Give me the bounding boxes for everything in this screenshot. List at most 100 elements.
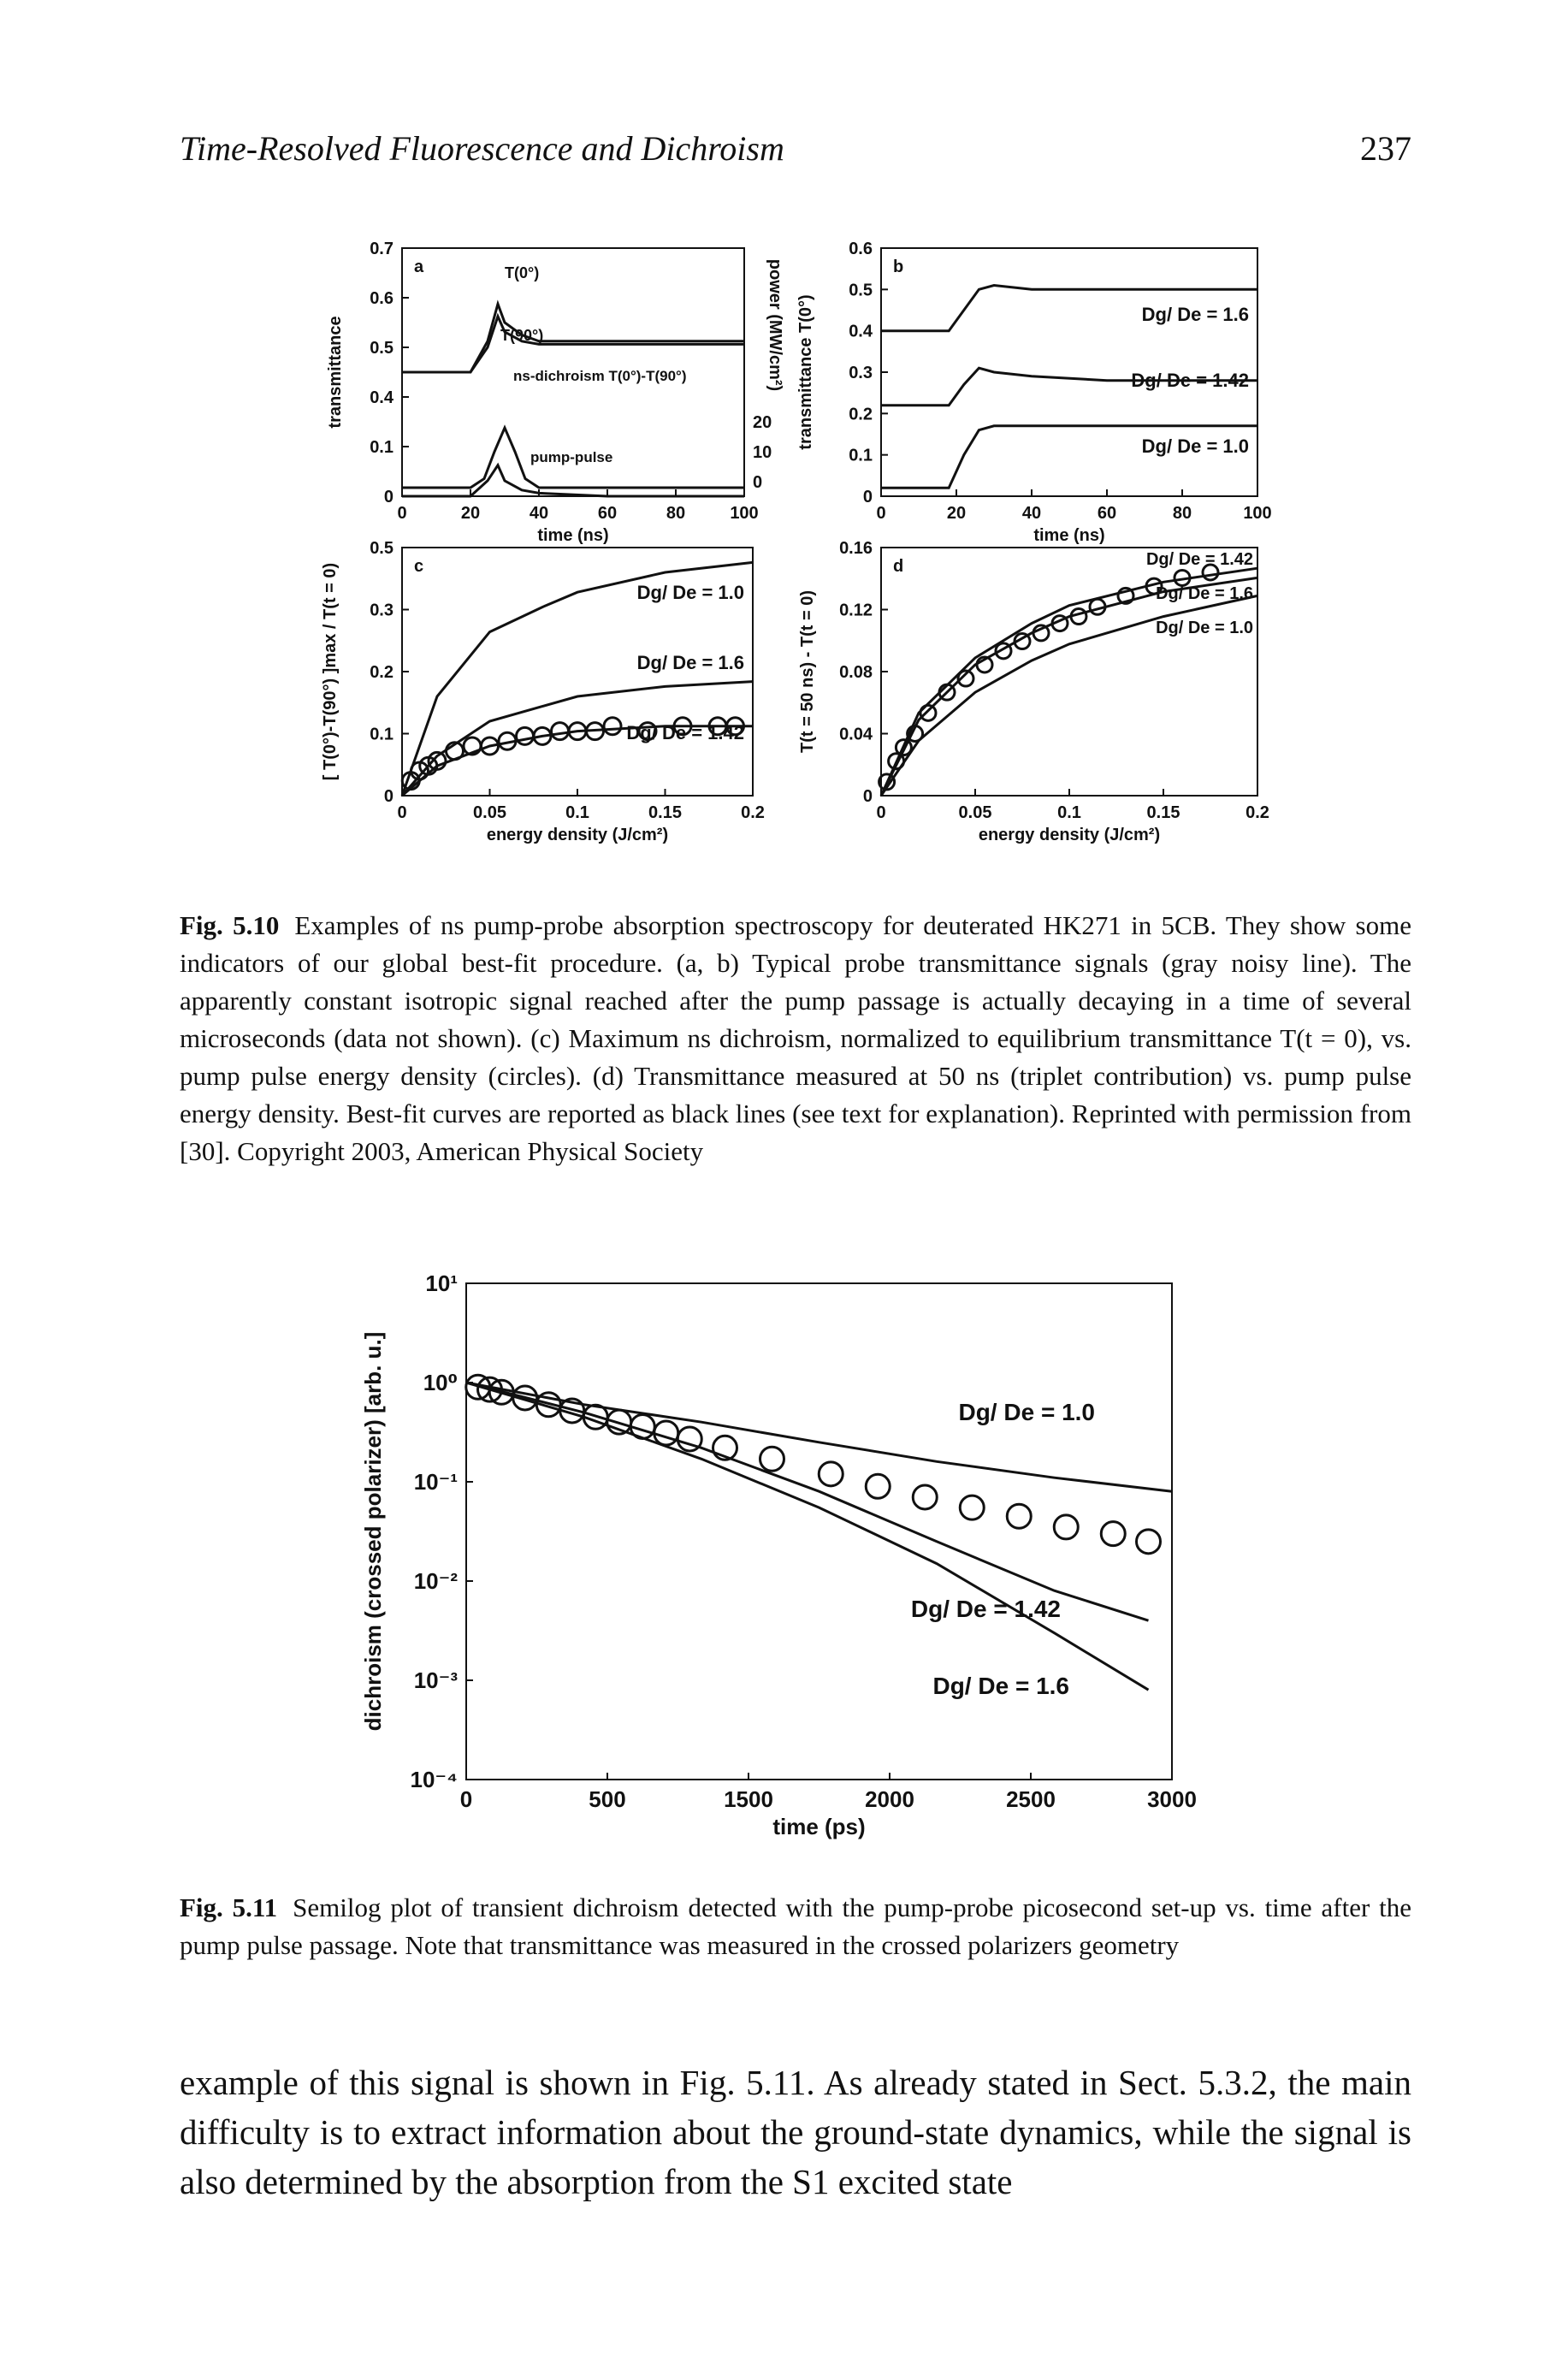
- y-tick-label: 0: [384, 488, 393, 506]
- data-point: [476, 1376, 503, 1403]
- data-point: [725, 716, 745, 737]
- data-point: [512, 1384, 539, 1412]
- series-line: [402, 462, 744, 498]
- data-point: [975, 655, 994, 674]
- series-line: [465, 1381, 1150, 1691]
- data-point: [550, 721, 570, 742]
- pump-pulse-line: [402, 424, 744, 489]
- panel-letter: c: [414, 557, 423, 576]
- x-tick-label: 1500: [724, 1786, 773, 1812]
- data-point: [637, 721, 658, 742]
- y-tick-label: 0: [863, 488, 873, 506]
- running-title: Time-Resolved Fluorescence and Dichroism: [180, 129, 784, 168]
- series-line: [402, 299, 744, 374]
- panel-letter: d: [893, 557, 903, 576]
- y-tick-label: 10⁻³: [414, 1667, 459, 1693]
- data-point: [515, 726, 535, 746]
- data-point: [887, 752, 906, 771]
- series-line: [881, 283, 1257, 333]
- data-point: [1088, 597, 1107, 616]
- body-paragraph: example of this signal is shown in Fig. …: [180, 2058, 1411, 2206]
- data-point: [653, 1419, 680, 1447]
- series-line: [400, 560, 754, 797]
- y-axis-label: T(t = 50 ns) - T(t = 0): [798, 590, 817, 753]
- y-tick-label: 0.2: [370, 663, 393, 682]
- caption-number: Fig. 5.11: [180, 1892, 278, 1922]
- panel-letter: a: [414, 258, 424, 276]
- running-header: Time-Resolved Fluorescence and Dichroism…: [180, 128, 1411, 180]
- curve-label: Dg/ De = 1.42: [1131, 370, 1249, 391]
- curve-label: Dg/ De = 1.0: [1142, 435, 1249, 457]
- curve-label: Dg/ De = 1.6: [1156, 584, 1253, 603]
- data-point: [894, 738, 913, 757]
- x-tick-label: 0: [460, 1786, 472, 1812]
- data-point: [1173, 568, 1192, 587]
- x-tick-label: 0.1: [565, 803, 589, 822]
- data-point: [427, 750, 447, 771]
- x-tick-label: 40: [530, 504, 548, 523]
- x-tick-label: 60: [1098, 504, 1116, 523]
- data-point: [956, 669, 975, 688]
- series-line: [881, 424, 1257, 489]
- x-tick-label: 20: [947, 504, 966, 523]
- page-number: 237: [1360, 129, 1411, 168]
- data-point: [712, 1434, 738, 1461]
- caption-number: Fig. 5.10: [180, 910, 280, 940]
- curve-label: Dg/ De = 1.42: [911, 1596, 1061, 1622]
- data-point: [1099, 1520, 1127, 1548]
- data-point: [1135, 1528, 1162, 1555]
- caption-text: Examples of ns pump-probe absorption spe…: [180, 910, 1411, 1166]
- series-line: [881, 366, 1257, 407]
- panel-letter: b: [893, 258, 903, 276]
- x-tick-label: 100: [730, 504, 758, 523]
- data-point: [480, 736, 500, 756]
- data-point: [1069, 607, 1088, 626]
- label-t90: T(90°): [500, 327, 543, 344]
- data-point: [958, 1494, 985, 1521]
- y-tick-label: 0: [384, 787, 393, 806]
- data-point: [532, 726, 553, 746]
- x-axis-label: energy density (J/cm²): [487, 826, 668, 844]
- x-tick-label: 0.1: [1057, 803, 1081, 822]
- y-tick-label: 0.7: [370, 240, 393, 258]
- data-point: [938, 683, 956, 702]
- y-tick-label: 0.3: [370, 601, 393, 620]
- y-tick-label: 0.04: [839, 726, 873, 744]
- right-axis-label: power (MW/cm²): [766, 259, 784, 391]
- x-tick-label: 20: [461, 504, 480, 523]
- data-point: [602, 716, 623, 737]
- x-tick-label: 0: [397, 803, 406, 822]
- y-tick-label: 0.1: [370, 438, 393, 457]
- data-point: [906, 725, 925, 743]
- x-tick-label: 0.15: [1147, 803, 1180, 822]
- data-point: [919, 703, 938, 722]
- curve-label: Dg/ De = 1.6: [637, 652, 744, 673]
- x-tick-label: 0.2: [1246, 803, 1269, 822]
- data-point: [878, 773, 896, 791]
- series-line: [465, 1381, 1173, 1493]
- x-tick-label: 80: [666, 504, 685, 523]
- x-tick-label: 0: [876, 803, 885, 822]
- x-tick-label: 0.15: [648, 803, 682, 822]
- x-tick-label: 0.2: [741, 803, 765, 822]
- y-tick-label: 0.12: [839, 601, 873, 620]
- y-axis-label: dichroism (crossed polarizer) [arb. u.]: [360, 1332, 386, 1732]
- y-axis-label: transmittance T(0°): [796, 294, 815, 449]
- y-tick-label: 0.5: [370, 339, 393, 358]
- y-tick-label: 0.4: [849, 323, 873, 341]
- y-tick-label: 10⁰: [423, 1370, 458, 1395]
- data-point: [864, 1472, 891, 1500]
- y-tick-label: 0.1: [370, 726, 393, 744]
- label-pump: pump-pulse: [530, 449, 612, 465]
- curve-label: Dg/ De = 1.42: [1146, 550, 1253, 569]
- x-tick-label: 40: [1022, 504, 1041, 523]
- label-t0: T(0°): [505, 264, 539, 281]
- data-point: [1013, 632, 1032, 651]
- curve-label: Dg/ De = 1.0: [1156, 619, 1253, 637]
- curve-label: Dg/ De = 1.42: [626, 722, 744, 743]
- curve-label: Dg/ De = 1.0: [637, 582, 744, 603]
- right-tick-label: 10: [753, 443, 772, 462]
